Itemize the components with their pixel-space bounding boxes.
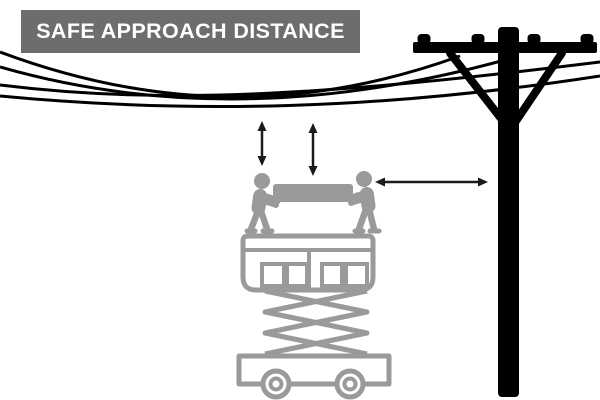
pole-brace-left: [446, 49, 507, 125]
basket-panel-4: [344, 262, 369, 288]
pole-brace-right: [512, 49, 566, 125]
title-banner: SAFE APPROACH DISTANCE: [21, 10, 360, 53]
basket-panel-2: [285, 262, 309, 288]
basket-panel-1: [260, 262, 286, 288]
double-arrow-vertical-left-icon: [257, 121, 267, 166]
utility-pole-icon: [413, 27, 597, 397]
lift-basket: [240, 233, 376, 293]
clearance-arrows: [257, 121, 488, 187]
pole-shaft: [498, 27, 519, 397]
wire-2: [0, 56, 513, 101]
insulator-1: [417, 34, 431, 44]
wheel-right-hub: [342, 376, 358, 392]
wire-1: [0, 50, 461, 99]
wheel-left-hub: [268, 376, 284, 392]
title-banner-label: SAFE APPROACH DISTANCE: [36, 19, 345, 43]
pole-crossarm: [413, 42, 597, 53]
scissor-lift-icon: [236, 233, 392, 400]
insulator-2: [471, 34, 485, 44]
workers-carrying-panel-icon: [244, 171, 382, 234]
basket-panel-3: [320, 262, 344, 288]
worker-left: [244, 173, 281, 234]
insulator-4: [580, 34, 594, 44]
carried-panel: [273, 184, 353, 202]
insulator-3: [527, 34, 541, 44]
double-arrow-horizontal-icon: [375, 177, 488, 187]
double-arrow-vertical-right-icon: [308, 123, 318, 176]
worker-right: [346, 171, 382, 234]
scissor-mechanism: [262, 288, 370, 357]
wire-3: [0, 60, 600, 97]
